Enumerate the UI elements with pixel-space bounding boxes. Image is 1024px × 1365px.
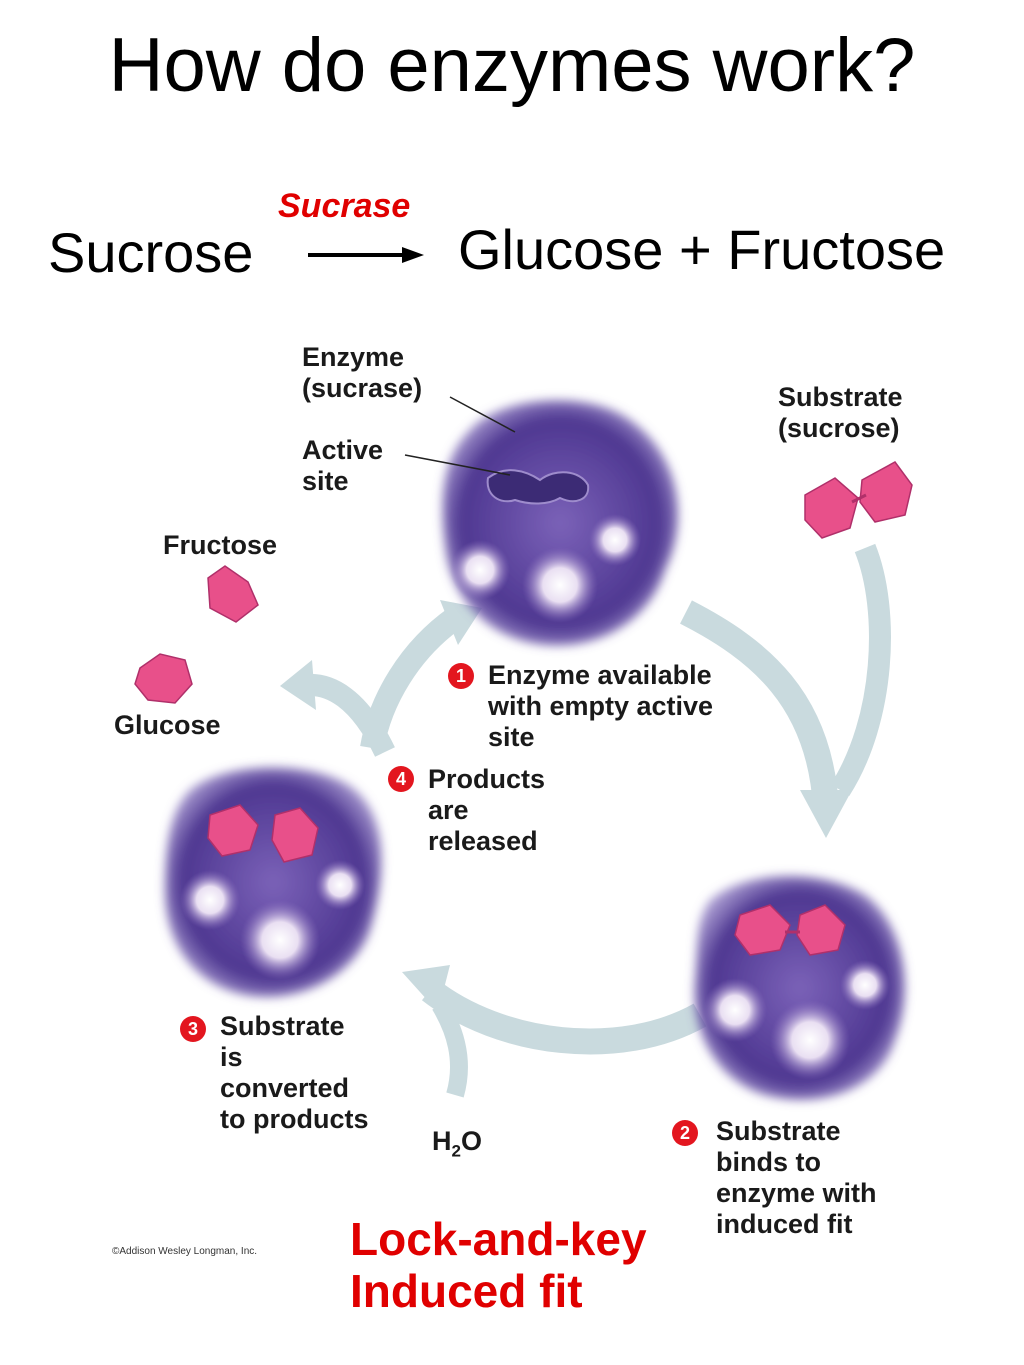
enzyme-with-substrate xyxy=(694,876,905,1100)
equation-products: Glucose + Fructose xyxy=(458,218,946,281)
free-substrate-sucrose xyxy=(804,461,913,539)
step-2-badge: 2 xyxy=(672,1120,698,1146)
active-site xyxy=(486,469,590,505)
label-active-site: Active site xyxy=(302,435,384,496)
label-substrate: Substrate (sucrose) xyxy=(778,382,903,443)
cycle-arrow-1-to-2 xyxy=(680,600,852,838)
step-1-badge: 1 xyxy=(448,663,474,689)
label-enzyme: Enzyme (sucrase) xyxy=(302,342,423,403)
step-3-badge: 3 xyxy=(180,1016,206,1042)
fructose-molecule xyxy=(207,565,259,623)
bound-substrate xyxy=(734,904,846,956)
step-4-badge: 4 xyxy=(388,766,414,792)
equation-enzyme: Sucrase xyxy=(278,187,411,225)
glucose-molecule xyxy=(134,653,193,704)
page-title: How do enzymes work? xyxy=(108,23,916,108)
equation-reactant: Sucrose xyxy=(48,221,254,284)
label-glucose: Glucose xyxy=(114,710,221,740)
pointer-enzyme xyxy=(449,396,516,433)
step-1-text: Enzyme available with empty active site xyxy=(488,660,714,752)
water-o: O xyxy=(460,1126,482,1156)
step-2-text: Substrate binds to enzyme with induced f… xyxy=(716,1116,877,1239)
step-4-text: Products are released xyxy=(428,764,546,856)
water-sub: 2 xyxy=(451,1141,461,1161)
label-water: H2O xyxy=(432,1095,482,1166)
water-arrow xyxy=(432,1000,469,1098)
release-arrow xyxy=(280,660,395,757)
cycle-arrow-2-to-3 xyxy=(402,965,707,1055)
water-h: H xyxy=(432,1126,452,1156)
substrate-arrow xyxy=(830,543,891,796)
reaction-arrow xyxy=(308,247,424,263)
copyright: ©Addison Wesley Longman, Inc. xyxy=(112,1246,258,1257)
step-3-text: Substrate is converted to products xyxy=(220,1011,369,1134)
enzyme-empty xyxy=(442,400,679,646)
converted-products xyxy=(207,804,319,863)
pointer-active-site xyxy=(404,454,511,476)
model-note: Lock-and-key Induced fit xyxy=(350,1213,647,1317)
enzyme-converting xyxy=(165,767,382,997)
label-fructose: Fructose xyxy=(163,530,278,560)
